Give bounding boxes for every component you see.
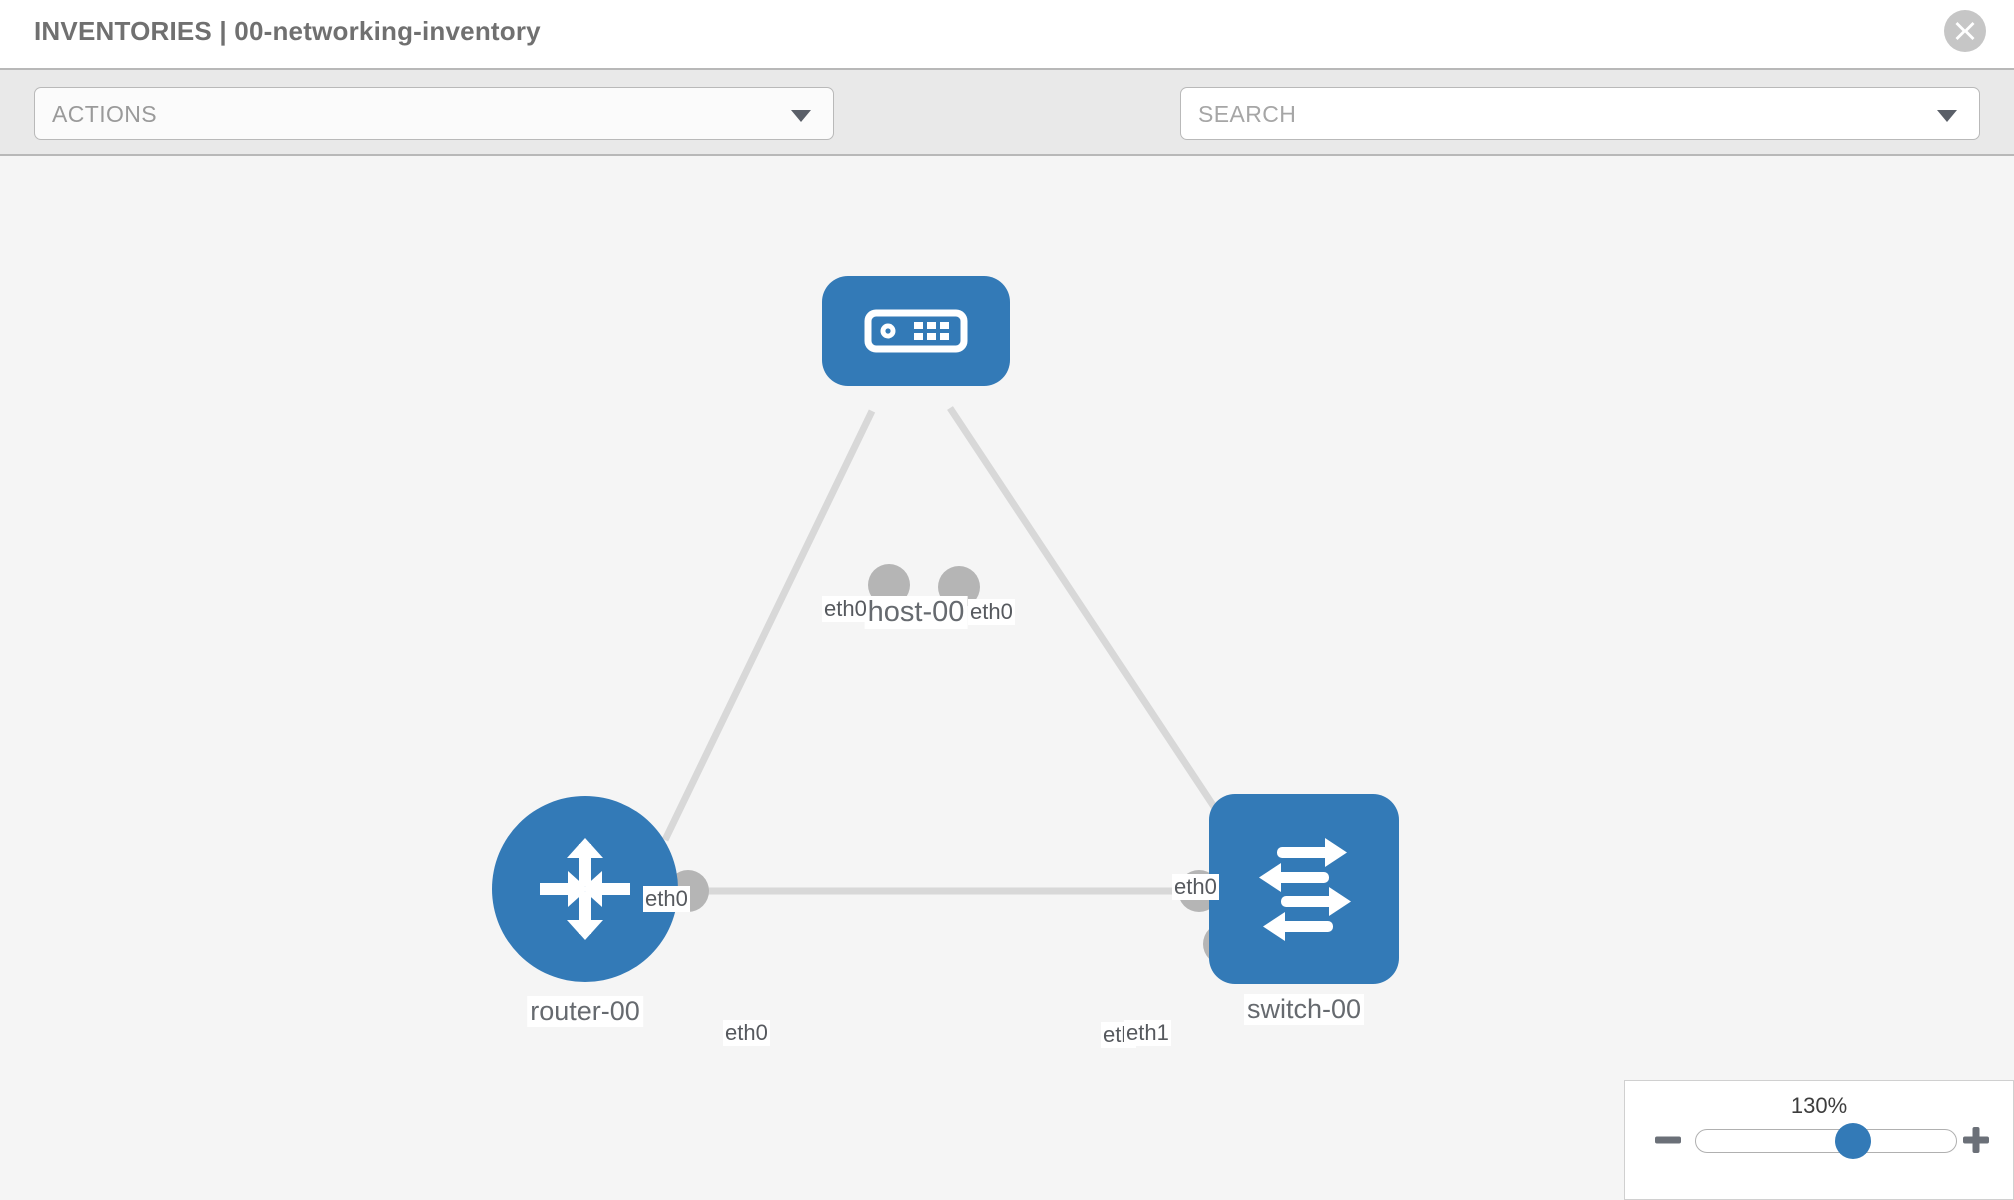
node-router-00-label: router-00 [527, 996, 643, 1027]
node-host-00[interactable]: host-00 [822, 276, 1010, 629]
node-host-00-shape[interactable] [822, 276, 1010, 386]
topology-edges [661, 406, 1243, 895]
interface-label: eth1 [1124, 1020, 1171, 1046]
interface-label: eth0 [1172, 874, 1219, 900]
chevron-down-icon [791, 110, 811, 122]
close-icon[interactable] [1944, 10, 1986, 52]
plus-icon[interactable] [1961, 1125, 1991, 1155]
chevron-down-icon[interactable] [1937, 110, 1957, 122]
minus-icon[interactable] [1653, 1125, 1683, 1155]
search-input[interactable]: SEARCH [1180, 87, 1980, 140]
toolbar: ACTIONS SEARCH [0, 70, 2014, 199]
zoom-slider-thumb[interactable] [1835, 1123, 1872, 1159]
edge-host-switch [947, 406, 1243, 848]
node-switch-00[interactable]: switch-00 [1209, 794, 1399, 1025]
interface-label: eth0 [968, 599, 1015, 625]
interface-label: eth0 [643, 886, 690, 912]
router-arrows-icon [540, 838, 630, 940]
switch-arrows-icon [1259, 838, 1351, 941]
interface-label: eth0 [822, 596, 869, 622]
page-header: INVENTORIES | 00-networking-inventory [0, 0, 2014, 70]
node-switch-00-label: switch-00 [1243, 994, 1365, 1025]
page-title: INVENTORIES | 00-networking-inventory [34, 16, 541, 46]
zoom-control-panel: 130% [1624, 1080, 2014, 1200]
zoom-slider[interactable] [1695, 1123, 1957, 1159]
server-device-icon [864, 309, 968, 353]
actions-dropdown[interactable]: ACTIONS [34, 87, 834, 140]
search-placeholder: SEARCH [1198, 101, 1297, 127]
actions-dropdown-label: ACTIONS [52, 101, 158, 127]
edge-router-host [661, 409, 876, 842]
node-host-00-label: host-00 [864, 596, 968, 629]
node-switch-00-shape[interactable] [1209, 794, 1399, 984]
interface-label: eth0 [723, 1020, 770, 1046]
topology-canvas[interactable]: host-00 [0, 156, 2014, 1200]
zoom-level-label: 130% [1790, 1093, 1848, 1118]
